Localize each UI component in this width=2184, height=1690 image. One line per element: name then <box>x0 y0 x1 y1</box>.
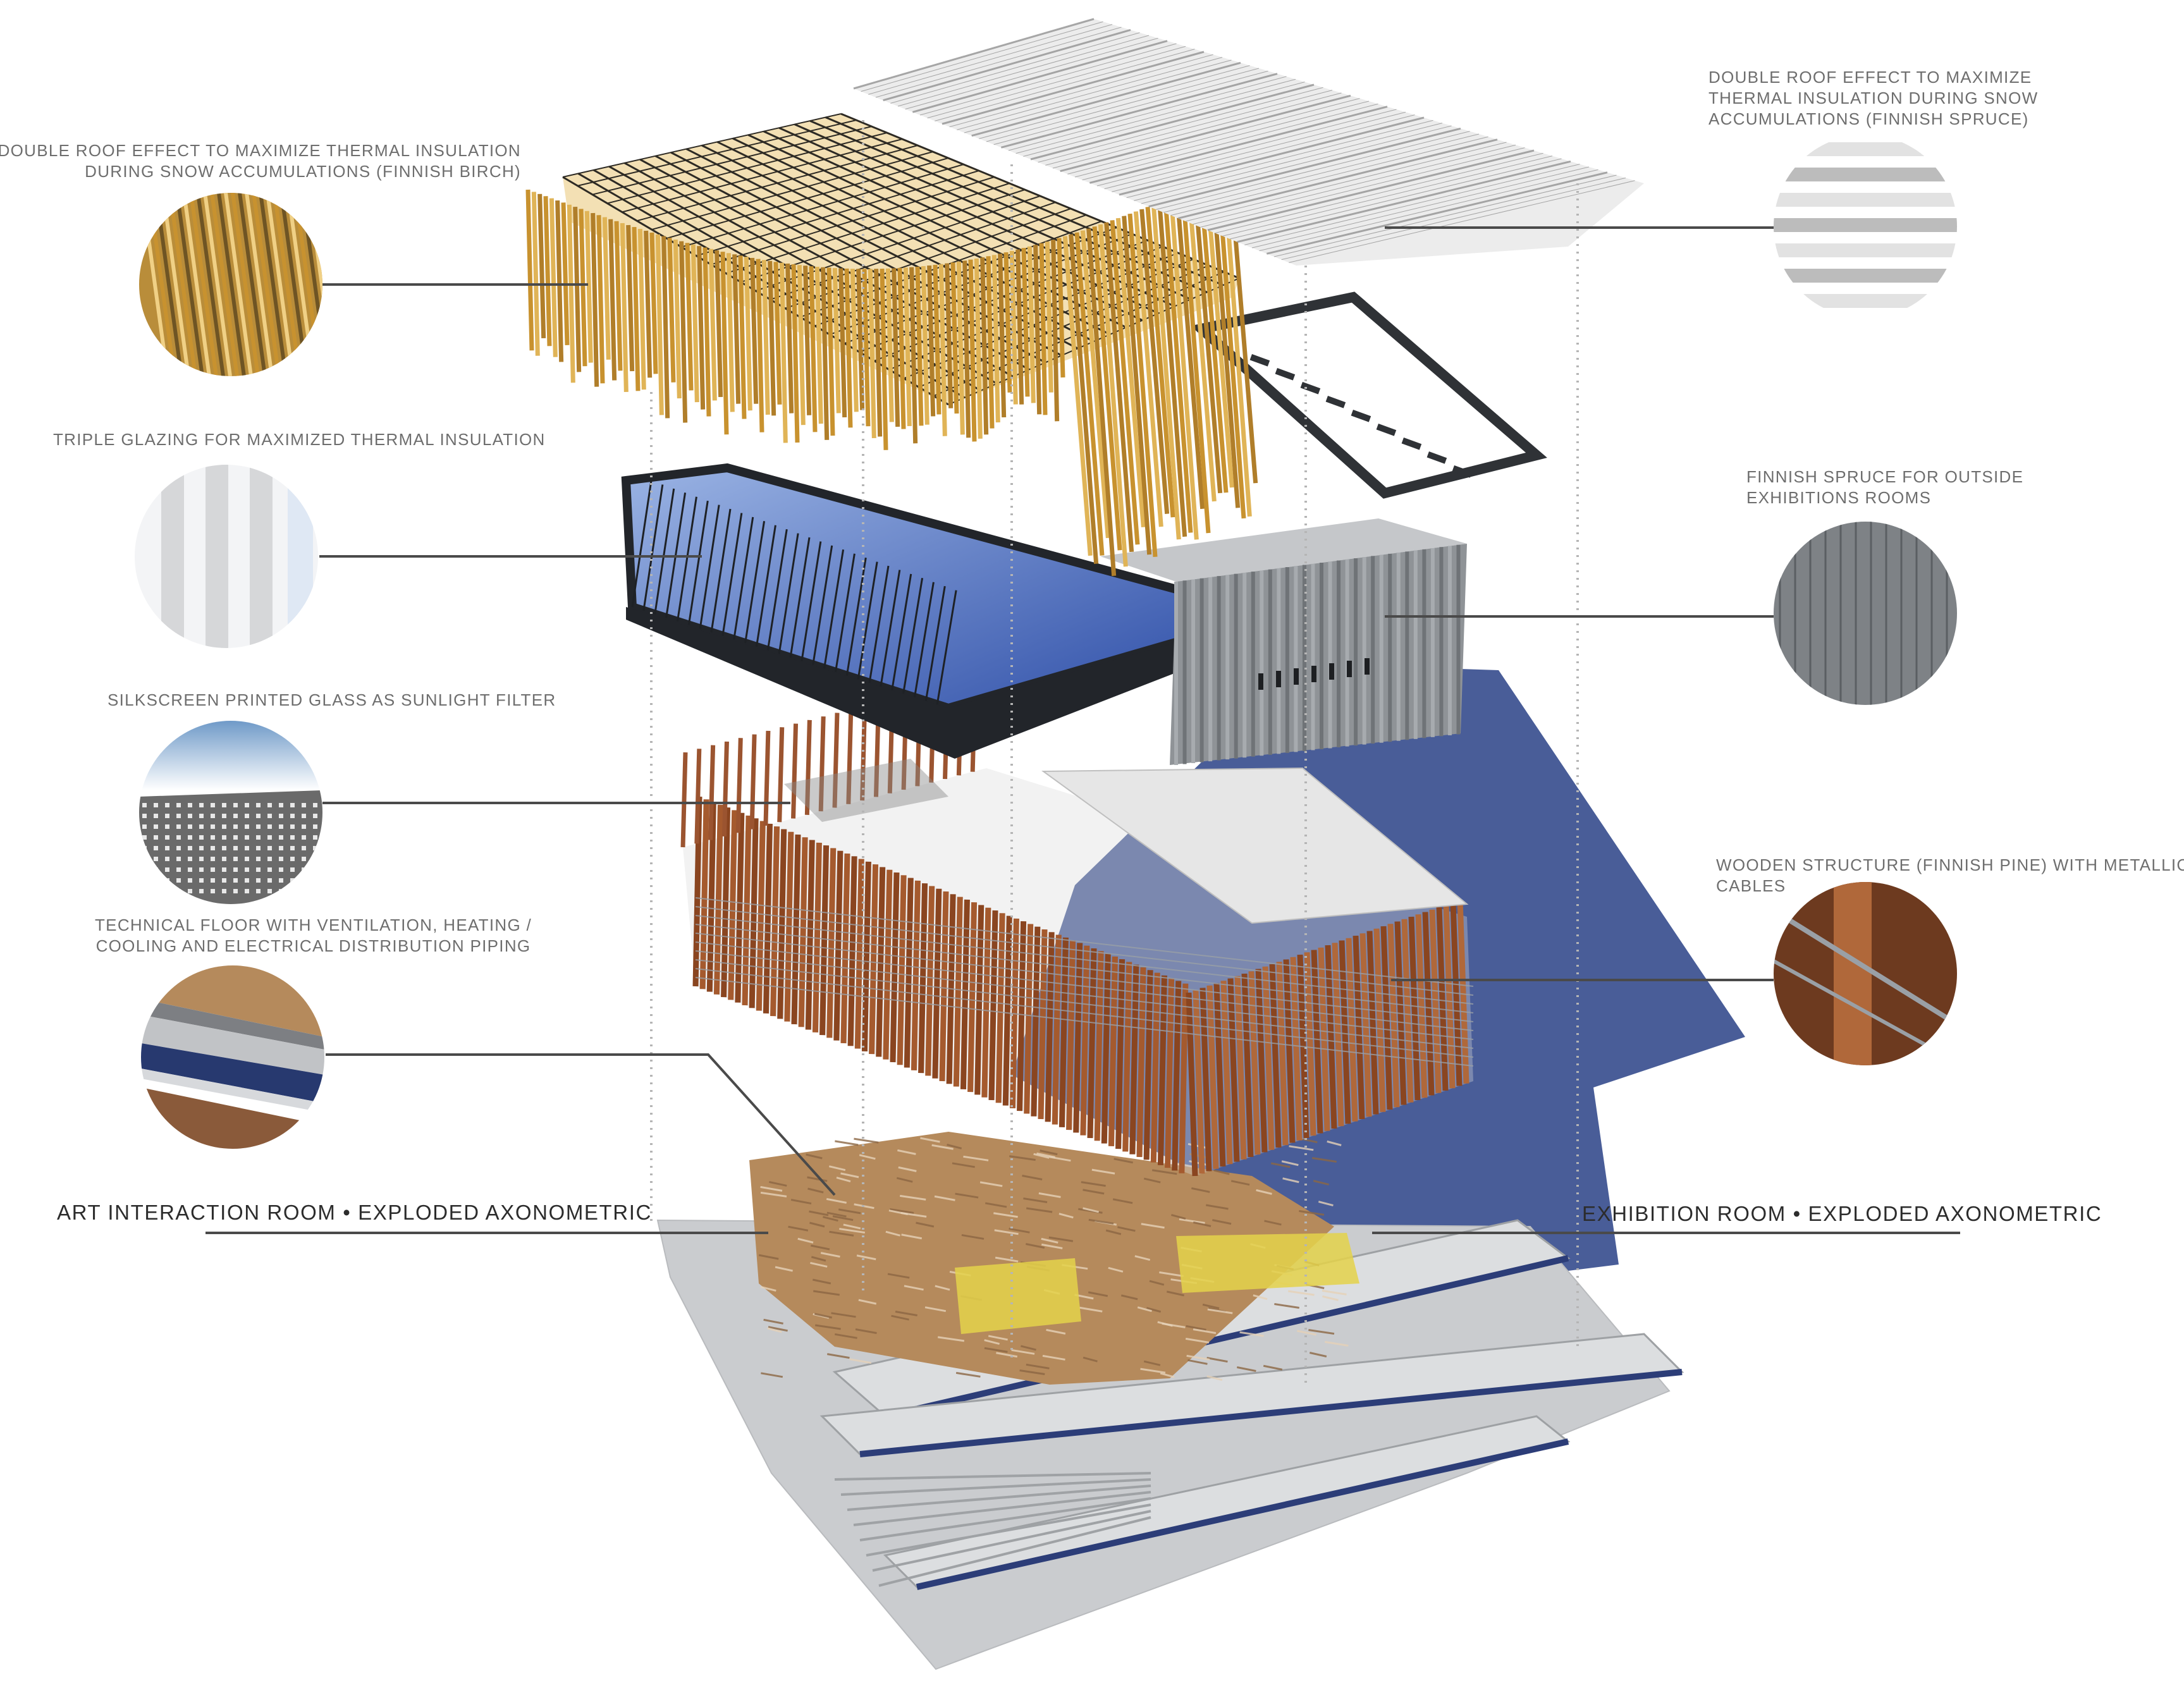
triple-glazing-label-line-1: TRIPLE GLAZING FOR MAXIMIZED THERMAL INS… <box>53 430 546 449</box>
glazing-layer <box>621 463 1200 759</box>
technical-floor-swatch <box>141 965 324 1149</box>
technical-floor-label-line-1: TECHNICAL FLOOR WITH VENTILATION, HEATIN… <box>95 915 532 934</box>
amphitheatre-steps <box>834 1472 1151 1587</box>
spruce-roof-label-line-2: THERMAL INSULATION DURING SNOW <box>1709 89 2039 107</box>
birch-roof-swatch <box>139 193 322 376</box>
birch-roof-label-line-2: DURING SNOW ACCUMULATIONS (FINNISH BIRCH… <box>85 162 521 181</box>
spruce-roof-label-line-1: DOUBLE ROOF EFFECT TO MAXIMIZE <box>1709 68 2032 87</box>
spruce-roof-hatch <box>853 18 1635 263</box>
pine-structure-swatch <box>1774 882 1957 1065</box>
silkscreen-glass-swatch <box>139 721 322 904</box>
technical-floor-label: TECHNICAL FLOOR WITH VENTILATION, HEATIN… <box>95 915 532 957</box>
leader-lines <box>206 226 1960 1234</box>
silkscreen-glass-label: SILKSCREEN PRINTED GLASS AS SUNLIGHT FIL… <box>107 690 556 711</box>
spruce-walls-label: FINNISH SPRUCE FOR OUTSIDE EXHIBITIONS R… <box>1746 467 2023 508</box>
silkscreen-glass-label-line-1: SILKSCREEN PRINTED GLASS AS SUNLIGHT FIL… <box>107 690 556 709</box>
floor-grain <box>758 1137 1349 1381</box>
spruce-walls-label-line-1: FINNISH SPRUCE FOR OUTSIDE <box>1746 467 2024 486</box>
steel-roof-slots <box>1249 354 1473 478</box>
alignment-lines <box>650 120 1579 1385</box>
triple-glazing-label: TRIPLE GLAZING FOR MAXIMIZED THERMAL INS… <box>53 429 546 450</box>
pine-structure-label-line-2: CABLES <box>1716 876 1786 895</box>
art-interaction-room-title: ART INTERACTION ROOM • EXPLODED AXONOMET… <box>57 1201 652 1224</box>
spruce-box-layer <box>1100 291 1547 765</box>
glazed-floor-frame <box>626 607 1189 759</box>
exhibition-floor-plate <box>1041 767 1469 924</box>
pine-structure-label-line-1: WOODEN STRUCTURE (FINNISH PINE) WITH MET… <box>1716 855 2184 874</box>
birch-roof-label: DOUBLE ROOF EFFECT TO MAXIMIZE THERMAL I… <box>0 140 521 182</box>
leader-floor <box>326 1053 836 1196</box>
spruce-roof-swatch <box>1774 135 1957 318</box>
glass-mullions <box>631 480 957 705</box>
technical-floor-label-line-2: COOLING AND ELECTRICAL DISTRIBUTION PIPI… <box>95 936 531 955</box>
birch-roof-label-line-1: DOUBLE ROOF EFFECT TO MAXIMIZE THERMAL I… <box>0 141 521 160</box>
exhibition-room-title: EXHIBITION ROOM • EXPLODED AXONOMETRIC <box>1582 1202 2102 1225</box>
steel-roof-frame <box>1190 291 1547 499</box>
spruce-roof-layer <box>853 18 1644 266</box>
spruce-walls-label-line-2: EXHIBITIONS ROOMS <box>1746 488 1932 507</box>
spruce-wall-swatch <box>1774 522 1957 705</box>
triple-glazing-swatch <box>135 465 318 648</box>
pine-structure-layer <box>680 677 1474 1177</box>
spruce-box-roof <box>1100 518 1467 582</box>
yellow-volume-right <box>1176 1233 1359 1293</box>
yellow-volume-left <box>955 1258 1081 1334</box>
pine-structure-label: WOODEN STRUCTURE (FINNISH PINE) WITH MET… <box>1716 855 2184 897</box>
silkscreen-glass-panel <box>784 759 948 822</box>
wooden-floor-deck <box>749 1132 1334 1385</box>
spruce-roof-label-line-3: ACCUMULATIONS (FINNISH SPRUCE) <box>1709 109 2029 128</box>
metallic-cables <box>695 897 1474 1067</box>
spruce-roof-label: DOUBLE ROOF EFFECT TO MAXIMIZE THERMAL I… <box>1709 67 2038 130</box>
spruce-boards <box>1174 544 1461 765</box>
floor-deck-layer <box>749 1132 1359 1385</box>
